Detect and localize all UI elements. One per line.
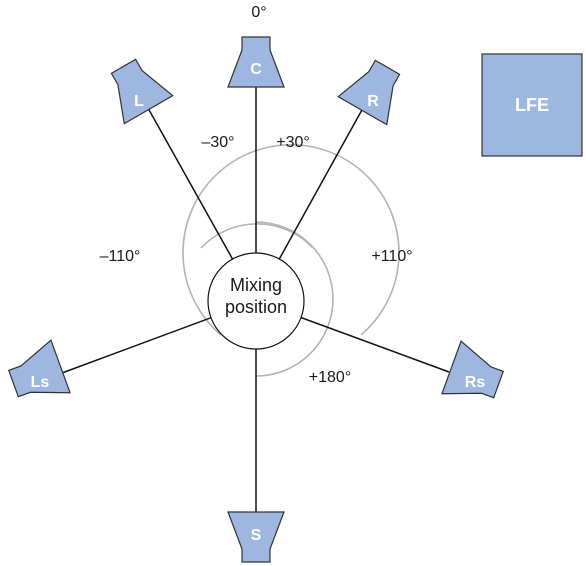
speaker-left-surround-icon — [7, 339, 71, 398]
angle-label-plus180: +180° — [309, 369, 351, 386]
angle-arc-180 — [255, 221, 334, 377]
speaker-right-label: R — [367, 93, 379, 110]
speaker-left-surround — [7, 339, 71, 398]
speaker-center — [227, 36, 285, 88]
speaker-left — [110, 58, 174, 125]
mixing-position-circle — [207, 252, 305, 350]
mixing-position-label-line2: position — [225, 297, 287, 317]
speaker-left-icon — [110, 58, 174, 125]
angle-label-0: 0° — [251, 4, 266, 21]
angle-label-plus30: +30° — [276, 134, 310, 151]
mixing-position-label-line1: Mixing — [230, 275, 282, 295]
speaker-center-icon — [227, 36, 285, 88]
lfe-label: LFE — [515, 95, 549, 115]
speaker-right-icon — [337, 59, 401, 126]
angle-arc-30 — [200, 223, 314, 249]
speaker-right-surround — [441, 340, 505, 399]
angle-arc-110 — [182, 144, 400, 336]
angle-label-plus110: +110° — [371, 248, 412, 265]
speaker-right-surround-icon — [441, 340, 505, 399]
lfe-speaker: LFE — [481, 53, 583, 157]
angle-label-minus30: –30° — [201, 134, 234, 151]
speaker-left-label: L — [134, 93, 144, 110]
speaker-right-surround-label: Rs — [465, 374, 486, 391]
speaker-right — [337, 59, 401, 126]
speaker-surround-icon — [227, 511, 285, 563]
speaker-surround — [227, 511, 285, 563]
speaker-center-label: C — [250, 61, 262, 78]
lfe-box — [481, 53, 583, 157]
mixing-position: Mixing position — [207, 252, 305, 350]
speaker-surround-label: S — [251, 527, 262, 544]
angle-label-minus110: –110° — [100, 248, 141, 265]
speaker-left-surround-label: Ls — [31, 374, 50, 391]
